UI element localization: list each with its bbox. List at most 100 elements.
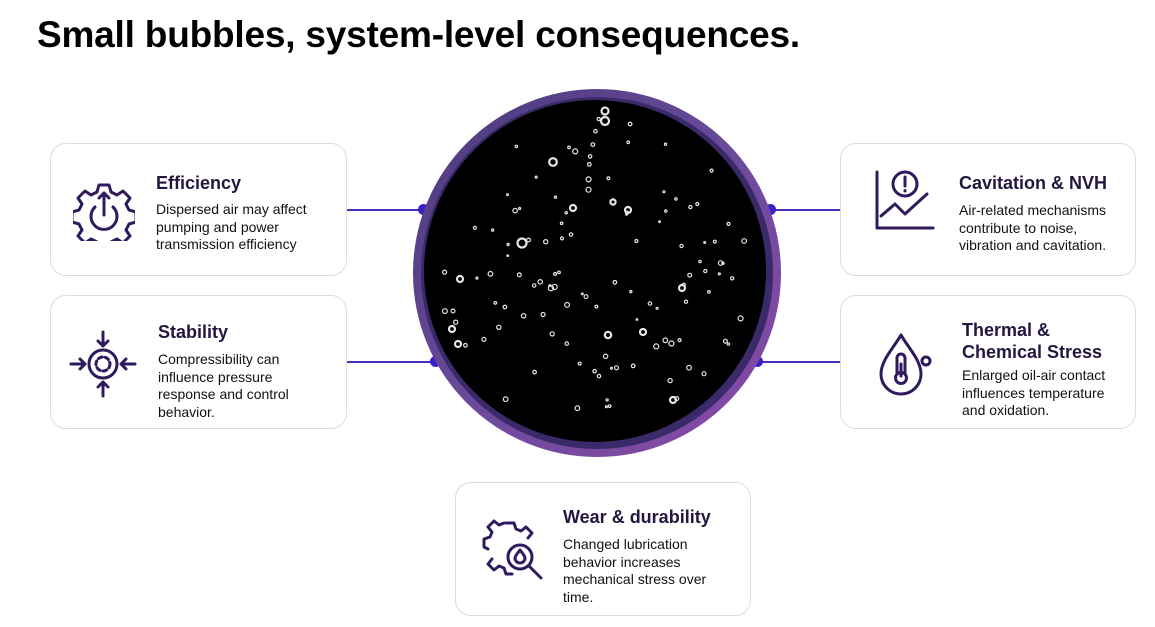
bubble	[663, 142, 668, 146]
bubble	[712, 239, 717, 244]
bubble	[568, 203, 578, 213]
card-thermal: Thermal & Chemical Stress Enlarged oil-a…	[840, 295, 1136, 429]
bubble	[590, 142, 596, 147]
bubble	[655, 306, 659, 310]
bubble	[559, 221, 564, 226]
bubble	[564, 341, 570, 346]
bubble	[610, 366, 614, 370]
bubble	[626, 140, 631, 145]
connector-stability	[347, 361, 435, 363]
connector-thermal	[757, 361, 841, 363]
bubble	[553, 195, 558, 199]
thermal-heading: Thermal & Chemical Stress	[962, 320, 1103, 362]
bubble	[717, 260, 724, 266]
bubble	[596, 116, 601, 122]
bubble	[602, 353, 609, 360]
bubble	[683, 299, 689, 304]
bubble	[564, 301, 571, 308]
bubble	[679, 243, 684, 249]
bubble	[549, 331, 555, 337]
bubble	[559, 236, 565, 241]
bubble	[741, 238, 748, 244]
stability-heading: Stability	[158, 322, 229, 342]
connector-cavitation	[770, 209, 841, 211]
bubble	[577, 361, 582, 366]
bubble	[737, 315, 744, 322]
cavitation-heading: Cavitation & NVH	[959, 173, 1108, 193]
bubble	[564, 211, 569, 215]
thermal-body: Enlarged oil-air contact influences temp…	[962, 367, 1106, 418]
bubble	[572, 148, 579, 155]
bubble	[453, 319, 459, 325]
bubble	[505, 193, 509, 197]
bubble	[726, 221, 731, 226]
bubble	[629, 289, 633, 294]
card-cavitation: Cavitation & NVH Air-related mechanisms …	[840, 143, 1136, 276]
bubble	[547, 284, 555, 292]
bubble	[627, 121, 633, 127]
bubble	[603, 330, 613, 340]
bubble	[502, 396, 509, 403]
bubble	[668, 340, 675, 347]
bubble	[481, 336, 487, 342]
bubble	[537, 279, 544, 285]
bubble	[664, 209, 668, 213]
bubble	[447, 324, 457, 334]
bubble	[607, 404, 612, 409]
bubble	[516, 237, 528, 249]
bubble	[514, 144, 519, 149]
bubble	[586, 161, 592, 167]
connector-dot-efficiency	[418, 204, 429, 215]
bubble	[540, 311, 546, 318]
bubble	[580, 292, 584, 296]
bubble	[593, 128, 598, 134]
bubble	[612, 279, 618, 285]
bubble	[674, 396, 680, 402]
card-efficiency: Efficiency Dispersed air may affect pump…	[50, 143, 347, 276]
bubble	[717, 272, 721, 276]
bubble	[667, 377, 673, 384]
bubble	[487, 270, 494, 277]
wear-body: Changed lubrication behavior increases m…	[563, 536, 707, 605]
bubble	[585, 176, 592, 183]
bubble	[681, 282, 686, 287]
bubble	[557, 270, 561, 275]
bubble	[709, 168, 714, 173]
bubble	[441, 269, 448, 275]
bubble	[677, 338, 682, 343]
bubble	[600, 106, 610, 116]
page-title: Small bubbles, system-level consequences…	[37, 14, 800, 55]
bubble	[707, 289, 711, 294]
bubble	[517, 206, 522, 211]
bubble	[496, 324, 502, 330]
card-wear: Wear & durability Changed lubrication be…	[455, 482, 751, 616]
bubble	[599, 115, 611, 127]
bubble	[726, 342, 731, 346]
bubble	[534, 175, 538, 179]
bubble	[463, 342, 468, 348]
bubble	[701, 371, 707, 377]
bubble	[609, 198, 617, 206]
stability-body: Compressibility can influence pressure r…	[158, 351, 289, 420]
bubble	[493, 300, 498, 305]
bubble	[532, 369, 537, 375]
bubble	[585, 186, 592, 193]
bubble	[453, 339, 463, 349]
bubble	[703, 241, 707, 245]
bubble	[674, 197, 678, 201]
bubble	[516, 272, 522, 278]
bubble	[688, 204, 693, 210]
bubble	[596, 373, 602, 379]
bubble	[721, 261, 725, 265]
bubble	[574, 405, 581, 412]
bubble	[638, 327, 648, 337]
bubble	[592, 368, 597, 374]
bubble	[662, 337, 669, 344]
bubble	[553, 271, 558, 276]
bubble	[542, 238, 549, 245]
bubble	[594, 304, 599, 309]
bubble	[475, 276, 479, 280]
bubble	[472, 225, 478, 230]
bubble	[634, 238, 639, 244]
bubble	[567, 145, 571, 150]
